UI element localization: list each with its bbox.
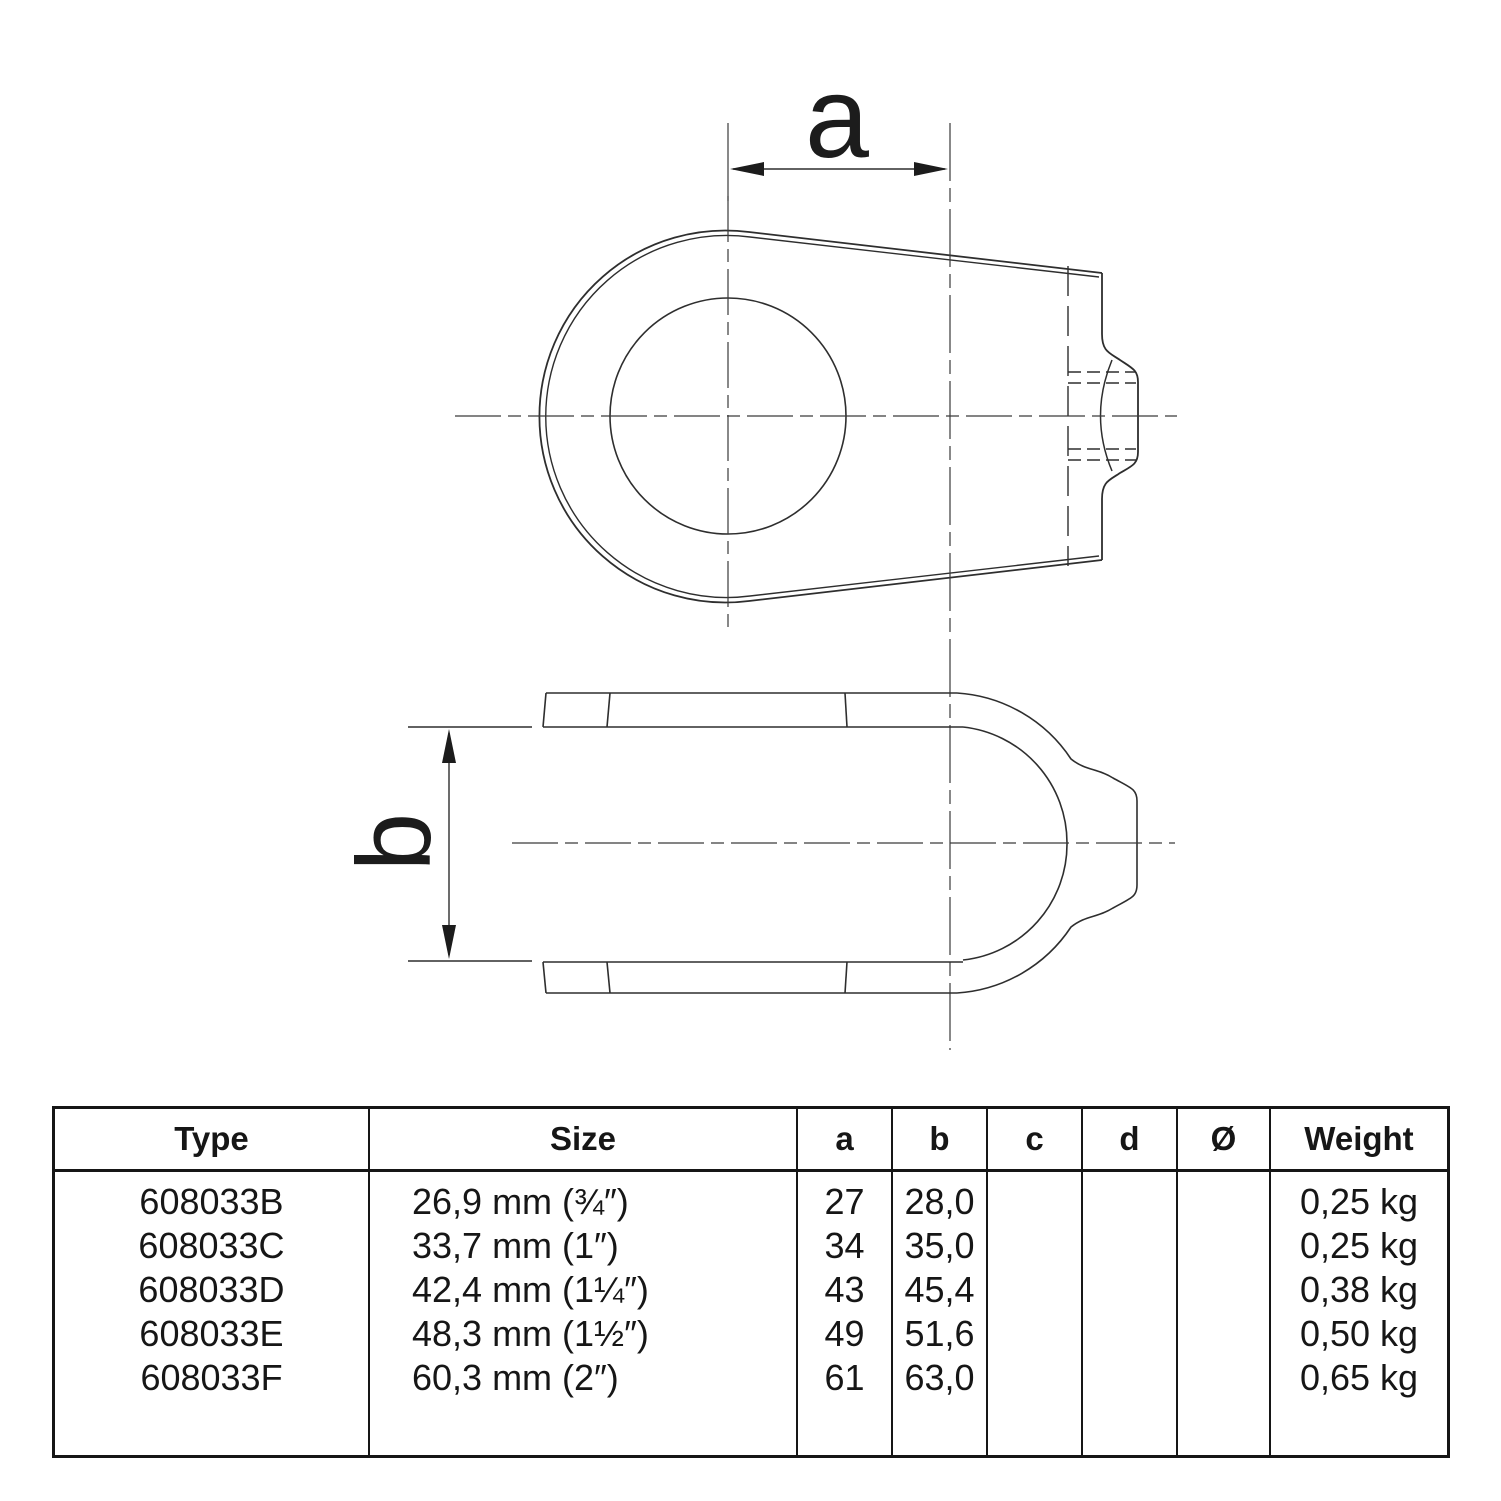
column-c (988, 1172, 1083, 1455)
d-cell (1083, 1180, 1176, 1224)
dim-b-arrow-bottom (442, 925, 456, 959)
diameter-cell (1178, 1356, 1269, 1400)
d-cell (1083, 1268, 1176, 1312)
type-cell: 608033F (140, 1357, 283, 1398)
top-view-centerlines (455, 196, 1177, 632)
dim-a-arrow-left (730, 162, 764, 176)
c-cell (988, 1180, 1081, 1224)
dimension-b: b (336, 726, 532, 962)
a-cell: 27 (824, 1181, 865, 1222)
table-body: 608033B 608033C 608033D 608033E 608033F … (55, 1172, 1447, 1455)
top-strip-seam-1 (606, 692, 611, 728)
dim-a-label: a (805, 54, 869, 182)
size-cell: 60,3 mm (2″) (412, 1357, 619, 1398)
c-cell (988, 1268, 1081, 1312)
b-cell: 51,6 (904, 1313, 975, 1354)
weight-cell: 0,50 kg (1299, 1313, 1419, 1354)
dim-b-arrow-top (442, 729, 456, 763)
column-weight: 0,25 kg 0,25 kg 0,38 kg 0,50 kg 0,65 kg (1271, 1172, 1447, 1455)
c-cell (988, 1312, 1081, 1356)
header-type: Type (55, 1109, 370, 1169)
b-cell: 45,4 (904, 1269, 975, 1310)
column-diameter (1178, 1172, 1271, 1455)
table-header-row: Type Size a b c d Ø Weight (55, 1109, 1447, 1172)
size-cell: 33,7 mm (1″) (412, 1225, 619, 1266)
dim-a-arrow-right (914, 162, 948, 176)
a-cell: 49 (824, 1313, 865, 1354)
d-cell (1083, 1356, 1176, 1400)
weight-cell: 0,38 kg (1299, 1269, 1419, 1310)
bottom-strip-end (542, 961, 547, 994)
type-cell: 608033C (138, 1225, 285, 1266)
weight-cell: 0,65 kg (1299, 1357, 1419, 1398)
column-a: 27 34 43 49 61 (798, 1172, 893, 1455)
a-cell: 34 (824, 1225, 865, 1266)
top-view (455, 196, 1177, 632)
top-strip-seam-2 (844, 692, 848, 728)
dimension-a: a (727, 54, 948, 201)
column-b: 28,0 35,0 45,4 51,6 63,0 (893, 1172, 988, 1455)
type-cell: 608033B (139, 1181, 284, 1222)
column-type: 608033B 608033C 608033D 608033E 608033F (55, 1172, 370, 1455)
bottom-view (512, 692, 1175, 994)
column-d (1083, 1172, 1178, 1455)
b-cell: 35,0 (904, 1225, 975, 1266)
a-cell: 61 (824, 1357, 865, 1398)
header-a: a (798, 1109, 893, 1169)
weight-cell: 0,25 kg (1299, 1225, 1419, 1266)
hidden-thread-lines (1068, 371, 1136, 461)
column-size: 26,9 mm (¾″) 33,7 mm (1″) 42,4 mm (1¼″) … (370, 1172, 798, 1455)
a-cell: 43 (824, 1269, 865, 1310)
b-cell: 28,0 (904, 1181, 975, 1222)
c-cell (988, 1356, 1081, 1400)
d-cell (1083, 1312, 1176, 1356)
d-cell (1083, 1224, 1176, 1268)
type-cell: 608033D (138, 1269, 285, 1310)
top-strip (542, 692, 963, 728)
diameter-cell (1178, 1312, 1269, 1356)
c-cell (988, 1224, 1081, 1268)
size-cell: 42,4 mm (1¼″) (412, 1269, 649, 1310)
diameter-cell (1178, 1224, 1269, 1268)
header-c: c (988, 1109, 1083, 1169)
size-cell: 26,9 mm (¾″) (412, 1181, 629, 1222)
fitting-drawing: a (336, 54, 1177, 1050)
diameter-cell (1178, 1268, 1269, 1312)
weight-cell: 0,25 kg (1299, 1181, 1419, 1222)
header-d: d (1083, 1109, 1178, 1169)
header-weight: Weight (1304, 1120, 1414, 1157)
size-cell: 48,3 mm (1½″) (412, 1313, 649, 1354)
header-size: Size (370, 1109, 798, 1169)
bottom-strip (542, 961, 963, 994)
dimension-table: Type Size a b c d Ø Weight 608033B 60803… (52, 1106, 1450, 1458)
header-b: b (893, 1109, 988, 1169)
header-diameter: Ø (1178, 1109, 1271, 1169)
type-cell: 608033E (139, 1313, 284, 1354)
b-cell: 63,0 (904, 1357, 975, 1398)
top-strip-end (542, 692, 547, 728)
diameter-cell (1178, 1180, 1269, 1224)
top-view-socket-edge (1101, 273, 1139, 560)
bottom-strip-seam-1 (606, 961, 611, 994)
bottom-strip-seam-2 (844, 961, 848, 994)
dim-b-label: b (336, 813, 453, 871)
